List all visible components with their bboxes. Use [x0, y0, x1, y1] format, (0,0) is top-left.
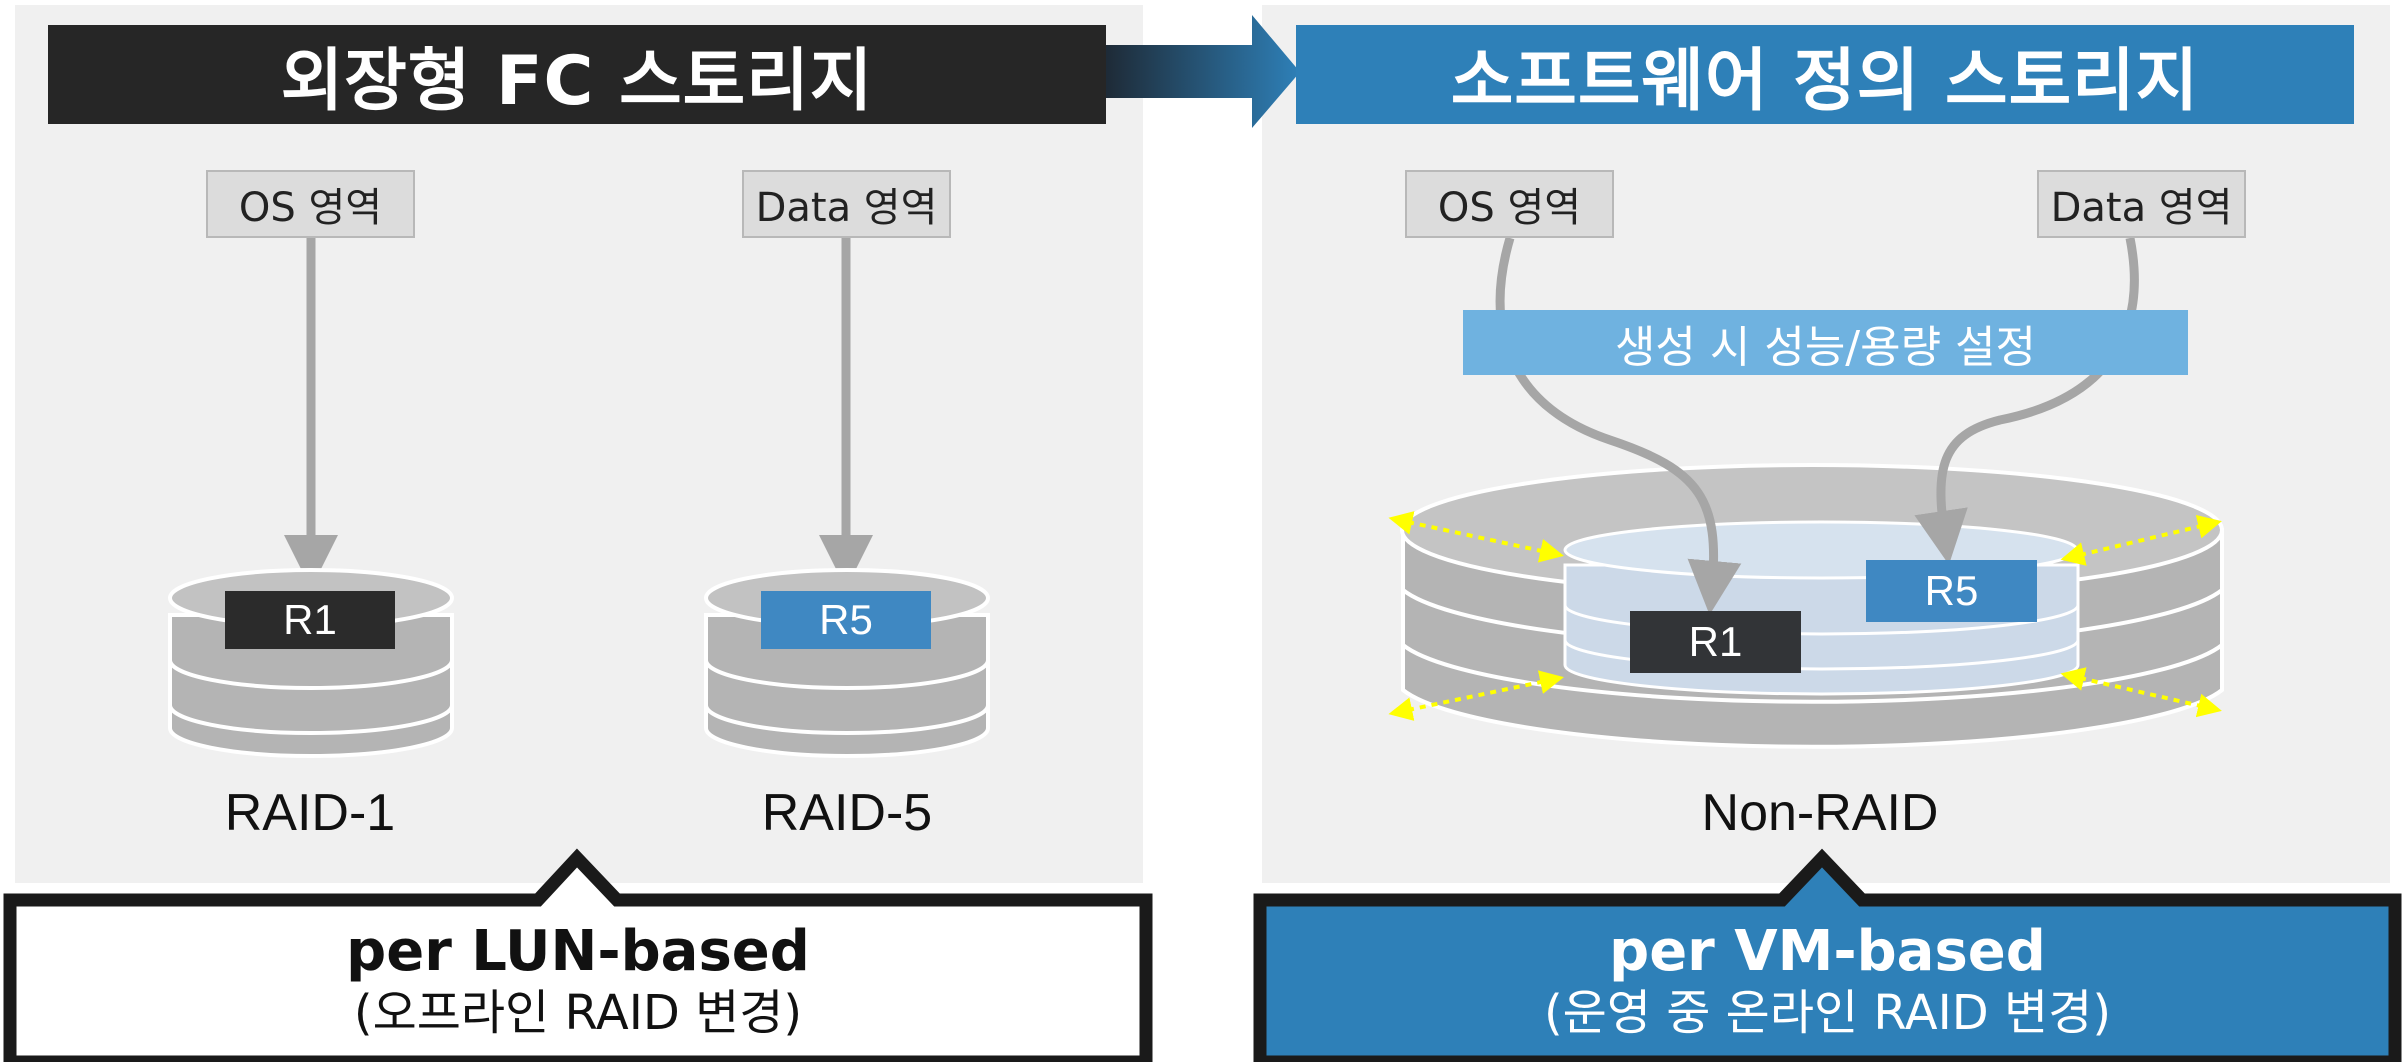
right-data-label: Data 영역: [2037, 170, 2246, 238]
right-callout-outline: [1253, 848, 2402, 1062]
left-title: 외장형 FC 스토리지: [48, 25, 1106, 124]
software-defined-disk: [1388, 463, 2224, 749]
left-callout-main: per LUN-based: [346, 919, 810, 984]
right-r5-tag: R5: [1866, 560, 2037, 622]
transition-arrow: [1105, 15, 1300, 128]
right-callout-main: per VM-based: [1609, 919, 2046, 984]
config-band: 생성 시 성능/용량 설정: [1463, 310, 2188, 375]
right-r1-tag: R1: [1630, 611, 1801, 673]
left-data-label: Data 영역: [742, 170, 951, 238]
right-callout-sub: (운영 중 온라인 RAID 변경): [1543, 985, 2112, 1041]
left-r5-tag: R5: [761, 591, 931, 649]
raid5-label: RAID-5: [761, 784, 933, 842]
left-r1-tag: R1: [225, 591, 395, 649]
left-callout: per LUN-based (오프라인 RAID 변경): [30, 920, 1126, 1042]
left-callout-outline: [3, 848, 1153, 1062]
raid1-label: RAID-1: [224, 784, 396, 842]
right-callout: per VM-based (운영 중 온라인 RAID 변경): [1280, 920, 2375, 1042]
left-callout-sub: (오프라인 RAID 변경): [353, 985, 803, 1041]
left-os-label: OS 영역: [206, 170, 415, 238]
right-os-label: OS 영역: [1405, 170, 1614, 238]
right-title: 소프트웨어 정의 스토리지: [1296, 25, 2354, 124]
nonraid-label: Non-RAID: [1701, 784, 1939, 842]
